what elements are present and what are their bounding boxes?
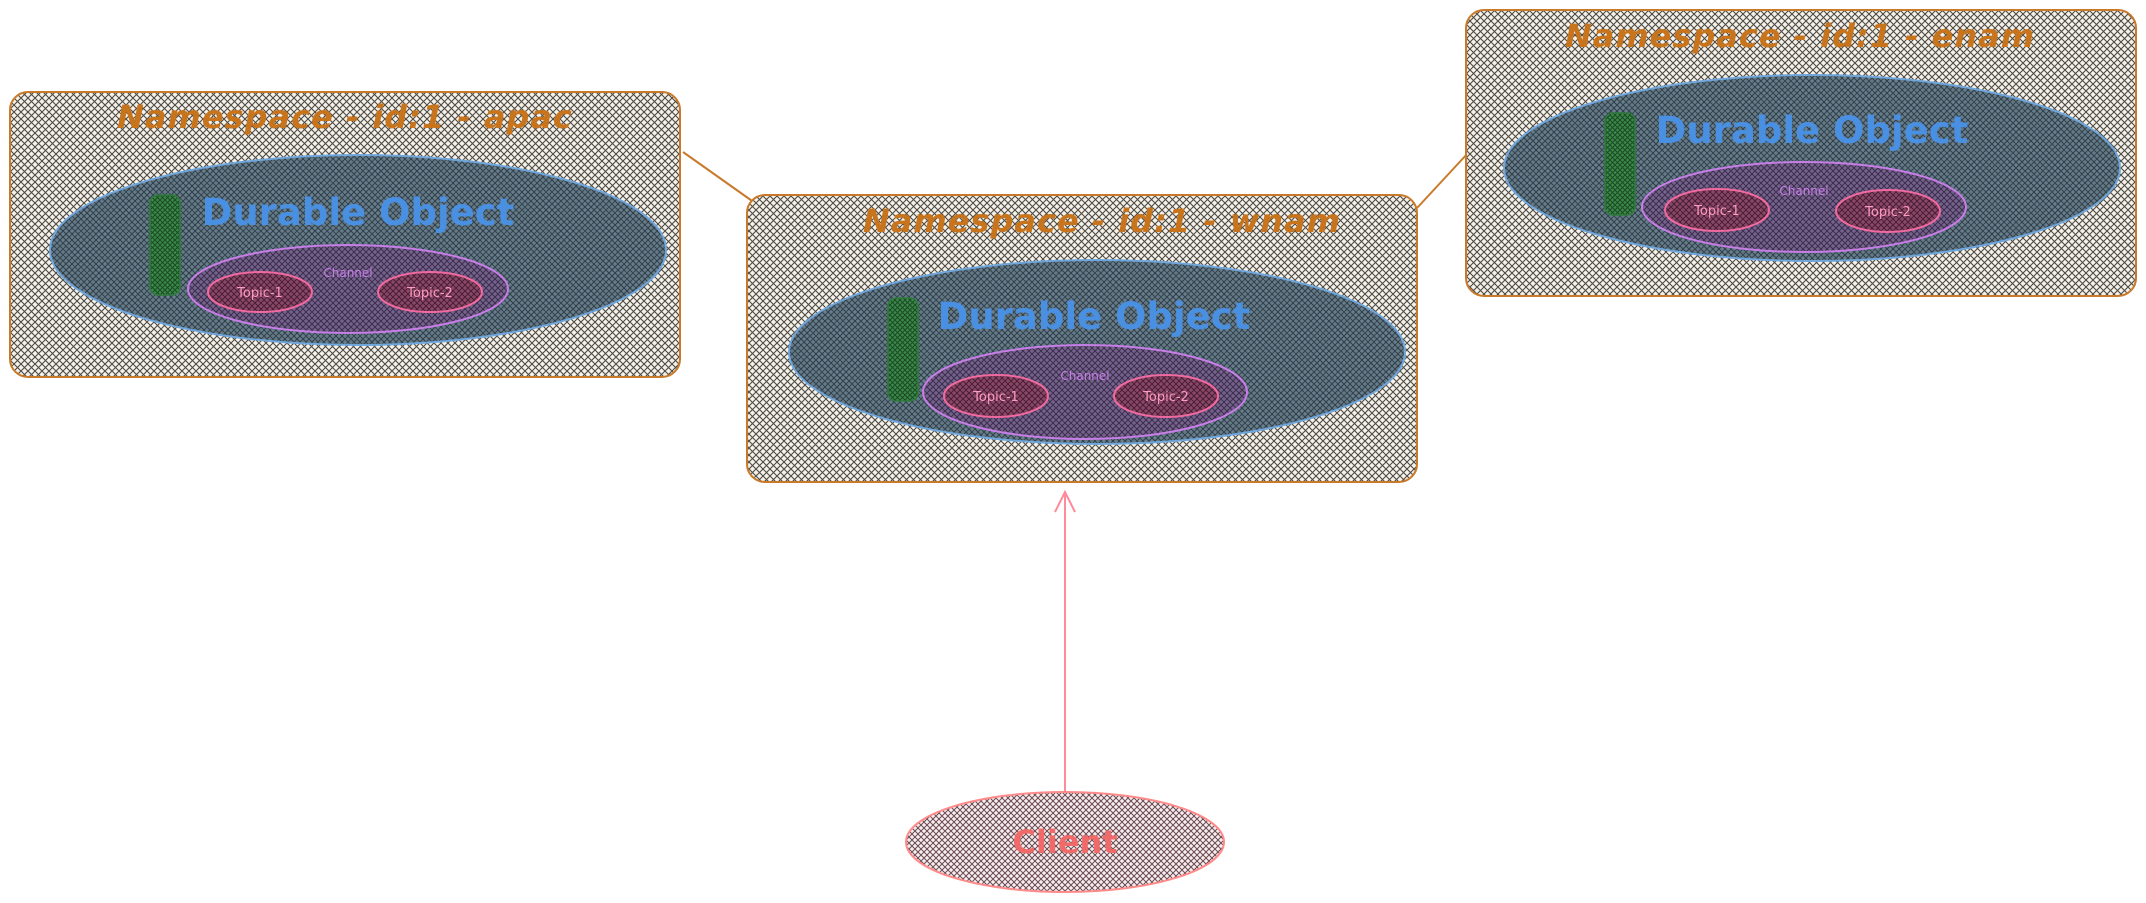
namespace-apac-title: Namespace - id:1 - apac [117,98,573,136]
connector-apac-wnam [682,151,756,204]
channel-wnam-label: Channel [1060,369,1109,383]
durable-object-wnam-title: Durable Object [938,295,1251,338]
durable-object-enam[interactable]: Durable Object Channel Topic-1 Topic-2 [1503,74,2121,262]
topic-1-wnam[interactable] [943,374,1049,418]
channel-apac-label: Channel [323,266,372,280]
durable-object-apac-title: Durable Object [202,191,515,234]
client-label: Client [1012,823,1117,861]
channel-enam[interactable]: Channel Topic-1 Topic-2 [1641,161,1967,253]
topic-1-enam[interactable] [1664,188,1770,232]
channel-enam-label: Channel [1779,184,1828,198]
durable-object-apac[interactable]: Durable Object Channel Topic-1 Topic-2 [49,154,667,346]
storage-bar-wnam [887,297,919,402]
topic-1-enam-label: Topic-1 [1693,204,1740,219]
client[interactable]: Client [905,791,1225,893]
namespace-apac[interactable]: Namespace - id:1 - apac Durable Object C… [9,91,681,378]
topic-2-apac-label: Topic-2 [406,286,453,301]
namespace-enam-title: Namespace - id:1 - enam [1565,17,2035,55]
topic-1-apac-label: Topic-1 [236,286,283,301]
topic-2-apac[interactable] [377,271,483,313]
topic-2-enam-label: Topic-2 [1864,205,1911,220]
namespace-wnam[interactable]: Namespace - id:1 - wnam Durable Object C… [746,194,1418,483]
topic-1-wnam-label: Topic-1 [972,390,1019,405]
topic-2-wnam[interactable] [1113,374,1219,418]
topic-2-enam[interactable] [1835,189,1941,233]
durable-object-wnam[interactable]: Durable Object Channel Topic-1 Topic-2 [788,259,1406,445]
storage-bar-apac [149,194,181,296]
channel-apac[interactable]: Channel Topic-1 Topic-2 [187,244,509,334]
namespace-enam[interactable]: Namespace - id:1 - enam Durable Object C… [1465,9,2137,297]
durable-object-enam-title: Durable Object [1656,109,1969,152]
topic-2-wnam-label: Topic-2 [1142,390,1189,405]
connector-wnam-enam [1416,152,1469,209]
client-to-wnam-arrow [1054,489,1076,795]
client-shape [905,791,1225,893]
namespace-wnam-title: Namespace - id:1 - wnam [863,202,1341,240]
channel-wnam[interactable]: Channel Topic-1 Topic-2 [922,344,1248,440]
storage-bar-enam [1604,112,1636,216]
topic-1-apac[interactable] [207,271,313,313]
